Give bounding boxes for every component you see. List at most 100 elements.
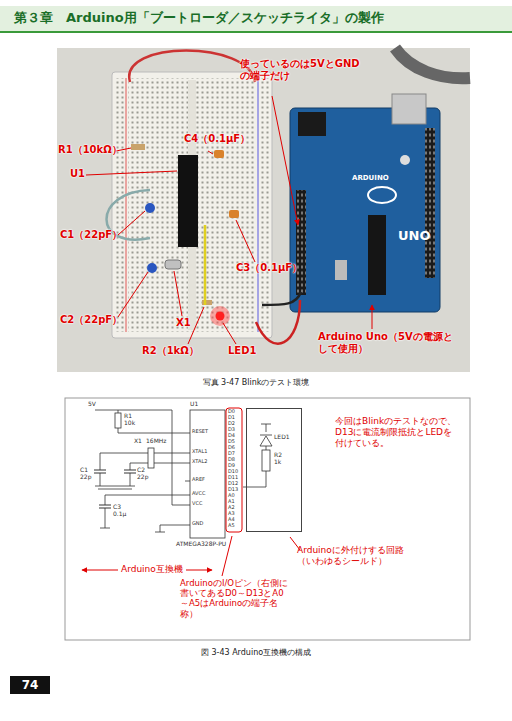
leader-line <box>208 151 213 154</box>
led <box>210 306 230 326</box>
callout-label: U1 <box>70 168 85 180</box>
figure-caption: 図 3-43 Arduino互換機の構成 <box>0 648 512 658</box>
ground-symbol <box>100 528 110 529</box>
wire <box>95 410 266 532</box>
wire <box>105 495 106 505</box>
wire <box>129 51 255 83</box>
wire <box>107 51 302 344</box>
shield-box: Arduinoに外付けする回路（いわゆるシールド） <box>246 408 302 532</box>
wire <box>130 463 131 470</box>
arduino-uno-board <box>400 155 410 165</box>
photo <box>57 48 470 372</box>
resistor-symbol <box>115 413 121 428</box>
crystal-symbol <box>148 448 154 468</box>
breadboard <box>258 78 259 332</box>
arduino-uno-board <box>290 108 440 312</box>
ground-symbol <box>95 486 135 487</box>
parts <box>202 300 212 305</box>
pin-name: AREF <box>192 477 205 482</box>
part-label: 10k <box>124 420 135 426</box>
board-print: ARDUINO <box>352 174 389 182</box>
pin-name: D8 <box>228 457 235 462</box>
pin-name: D3 <box>228 427 235 432</box>
arduino-uno-board <box>392 94 426 124</box>
pin-name: A3 <box>228 511 235 516</box>
capacitor-symbol <box>94 470 106 471</box>
bracket-label: Arduino互換機 <box>118 564 186 575</box>
note-text: 今回はBlinkのテストなので、D13に電流制限抵抗とLEDを付けている。 <box>335 416 457 448</box>
capacitor-symbol <box>99 505 111 506</box>
callout-label: C3（0.1μF） <box>236 262 302 274</box>
wire <box>130 473 131 486</box>
leader-line <box>236 220 255 262</box>
breadboard <box>112 72 272 338</box>
pin-name: D2 <box>228 421 235 426</box>
part-label: R2 <box>274 452 282 458</box>
wire <box>154 453 190 454</box>
part-label: 16MHz <box>146 438 166 444</box>
leader-line <box>174 271 182 316</box>
ic-symbol <box>190 410 225 538</box>
arduino-uno-board <box>425 128 435 278</box>
pin-name: VCC <box>192 501 202 506</box>
wire <box>118 410 119 413</box>
pin-name: XTAL2 <box>192 459 207 464</box>
wire <box>256 300 300 344</box>
arduino-uno-board <box>298 112 326 136</box>
wire <box>95 410 190 505</box>
led-symbol <box>260 435 272 446</box>
photo <box>57 48 470 372</box>
pin-name: D0 <box>228 409 235 414</box>
pin-name: A5 <box>228 523 235 528</box>
led <box>210 306 230 326</box>
callout-label: LED1 <box>228 345 256 357</box>
led-symbol <box>260 436 272 446</box>
pin-name: A2 <box>228 505 235 510</box>
pin-name: D7 <box>228 451 235 456</box>
wire <box>130 463 148 464</box>
callout-label: Arduino Uno（5Vの電源として使用） <box>318 331 458 355</box>
ground-symbol <box>98 489 132 490</box>
capacitor-symbol <box>124 470 136 471</box>
page-number: 74 <box>10 676 50 694</box>
callout-label: C1（22pF） <box>60 229 122 241</box>
pin-name: D6 <box>228 445 235 450</box>
part-label: X1 <box>134 438 142 444</box>
schematic <box>65 398 470 640</box>
header-bar <box>0 31 512 33</box>
pin-name: GND <box>192 521 203 526</box>
pin-name: D4 <box>228 433 235 438</box>
breadboard <box>126 78 127 332</box>
callout-label: R1（10kΩ） <box>58 144 122 156</box>
photo <box>395 48 470 78</box>
pin-name: D13 <box>228 487 238 492</box>
capacitor-symbol <box>94 473 106 474</box>
leader-line <box>223 323 236 344</box>
part-label: C1 <box>80 467 88 473</box>
leader-line <box>372 305 373 329</box>
io-bracket <box>226 408 242 532</box>
leader-line <box>118 272 148 317</box>
pin-name: D11 <box>228 475 238 480</box>
parts <box>131 144 145 150</box>
part-label: R1 <box>124 413 132 419</box>
schematic <box>65 398 470 640</box>
part-label: C2 <box>137 467 145 473</box>
wire <box>105 495 172 496</box>
pin-name: XTAL1 <box>192 449 207 454</box>
crystal-symbol <box>148 448 154 468</box>
arduino-uno-board <box>296 190 306 295</box>
arduino-uno-board <box>368 187 396 203</box>
pin-name: A0 <box>228 493 235 498</box>
note-text: ArduinoのI/Oピン（右側に書いてあるD0～D13とA0～A5はArdui… <box>180 578 292 619</box>
wire <box>266 446 267 450</box>
capacitor-symbol <box>99 508 111 509</box>
parts <box>165 260 181 269</box>
parts <box>214 150 224 158</box>
wire <box>100 473 101 486</box>
leader-line <box>86 171 177 175</box>
header-bar <box>0 6 512 32</box>
ic-symbol <box>190 410 225 538</box>
callout-label: X1 <box>176 317 191 329</box>
arduino-uno-board <box>368 215 386 295</box>
